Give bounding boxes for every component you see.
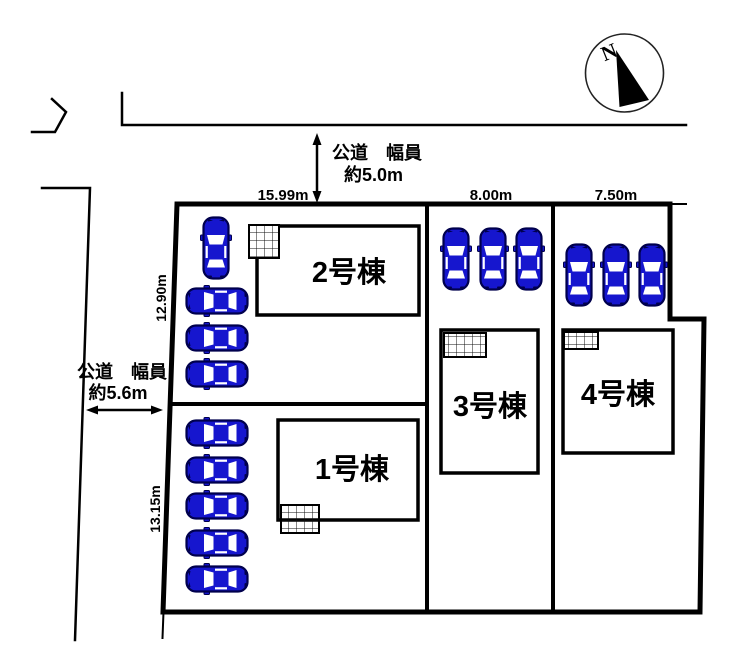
dim-lot3-width: 8.00m	[470, 187, 513, 204]
car-icon	[562, 243, 596, 307]
car-icon	[185, 489, 249, 523]
arrow-right-head	[151, 405, 163, 415]
compass-needle	[616, 50, 649, 107]
parking-lot1	[185, 416, 249, 596]
parking-lot4	[562, 243, 669, 307]
top-road-annotation: 公道 幅員 約5.0m	[312, 133, 422, 203]
car-icon	[439, 227, 473, 291]
car-icon	[599, 243, 633, 307]
dim-lot1-depth: 13.15m	[147, 485, 163, 532]
car-icon	[635, 243, 669, 307]
left-road-width: 約5.6m	[88, 382, 147, 403]
building-4: 4号棟	[561, 328, 675, 455]
car-icon	[199, 216, 233, 280]
arrow-left-head	[86, 405, 98, 415]
arrow-down-head	[312, 191, 322, 203]
entrance-porch-hatch	[248, 224, 280, 259]
road-lines	[30, 91, 688, 642]
building-3-label: 3号棟	[453, 390, 528, 423]
left-road-name: 公道 幅員	[77, 361, 167, 382]
boundary-extension-bottom-left	[161, 610, 165, 640]
compass: N	[584, 33, 665, 113]
car-icon	[185, 284, 249, 318]
car-icon	[185, 321, 249, 355]
building-3: 3号棟	[439, 328, 540, 475]
left-road-edge	[40, 186, 92, 642]
left-road-annotation: 公道 幅員 約5.6m	[77, 361, 167, 415]
compass-circle	[584, 33, 665, 113]
dim-lot2-depth: 12.90m	[153, 274, 169, 321]
building-1: 1号棟	[276, 418, 420, 534]
building-2: 2号棟	[248, 224, 421, 317]
arrow-up-head	[312, 133, 322, 145]
top-road-name: 公道 幅員	[332, 142, 422, 163]
entrance-porch	[443, 332, 487, 358]
entrance-porch	[563, 331, 599, 350]
car-icon	[476, 227, 510, 291]
dim-lot2-width: 15.99m	[258, 187, 309, 204]
entrance-porch	[280, 504, 320, 534]
road-corner-chevron	[30, 97, 68, 134]
top-road-width: 約5.0m	[344, 164, 403, 185]
car-icon	[185, 416, 249, 450]
car-icon	[185, 453, 249, 487]
top-road-edge	[120, 91, 688, 127]
car-icon	[185, 357, 249, 391]
building-4-label: 4号棟	[581, 378, 656, 411]
building-2-label: 2号棟	[312, 256, 387, 289]
car-icon	[512, 227, 546, 291]
car-icon	[185, 562, 249, 596]
dim-lot4-width: 7.50m	[595, 187, 638, 204]
car-icon	[185, 526, 249, 560]
parking-lot3	[439, 227, 546, 291]
building-1-label: 1号棟	[315, 453, 390, 486]
